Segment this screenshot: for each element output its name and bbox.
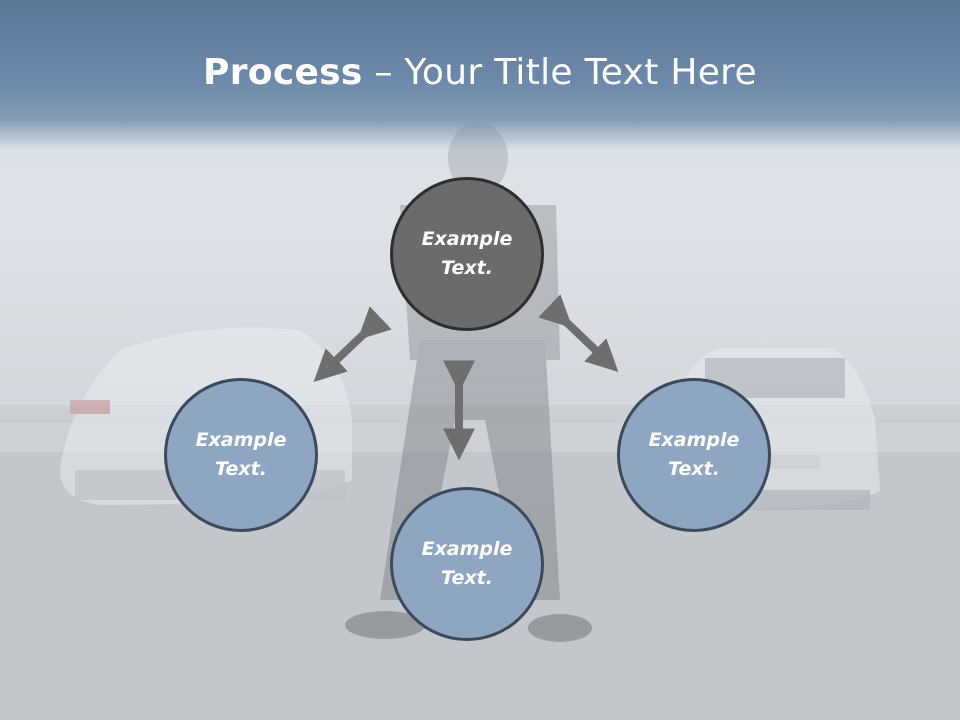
node-bottom: Example Text. — [390, 487, 544, 641]
node-left-line1: Example — [195, 429, 287, 451]
title-bold: Process — [203, 52, 363, 93]
node-center-line1: Example — [421, 228, 513, 250]
slide-title: Process – Your Title Text Here — [0, 52, 960, 93]
title-band — [0, 0, 960, 150]
node-center: Example Text. — [390, 177, 544, 331]
node-right-line1: Example — [648, 429, 740, 451]
node-left-line2: Text. — [215, 458, 267, 480]
arrow-center-right — [538, 294, 619, 372]
node-right: Example Text. — [617, 378, 771, 532]
node-bottom-line2: Text. — [441, 567, 493, 589]
title-rest: – Your Title Text Here — [362, 52, 757, 93]
node-center-line2: Text. — [441, 257, 493, 279]
node-right-line2: Text. — [668, 458, 720, 480]
node-bottom-line1: Example — [421, 538, 513, 560]
node-left: Example Text. — [164, 378, 318, 532]
arrow-center-left — [313, 306, 392, 382]
